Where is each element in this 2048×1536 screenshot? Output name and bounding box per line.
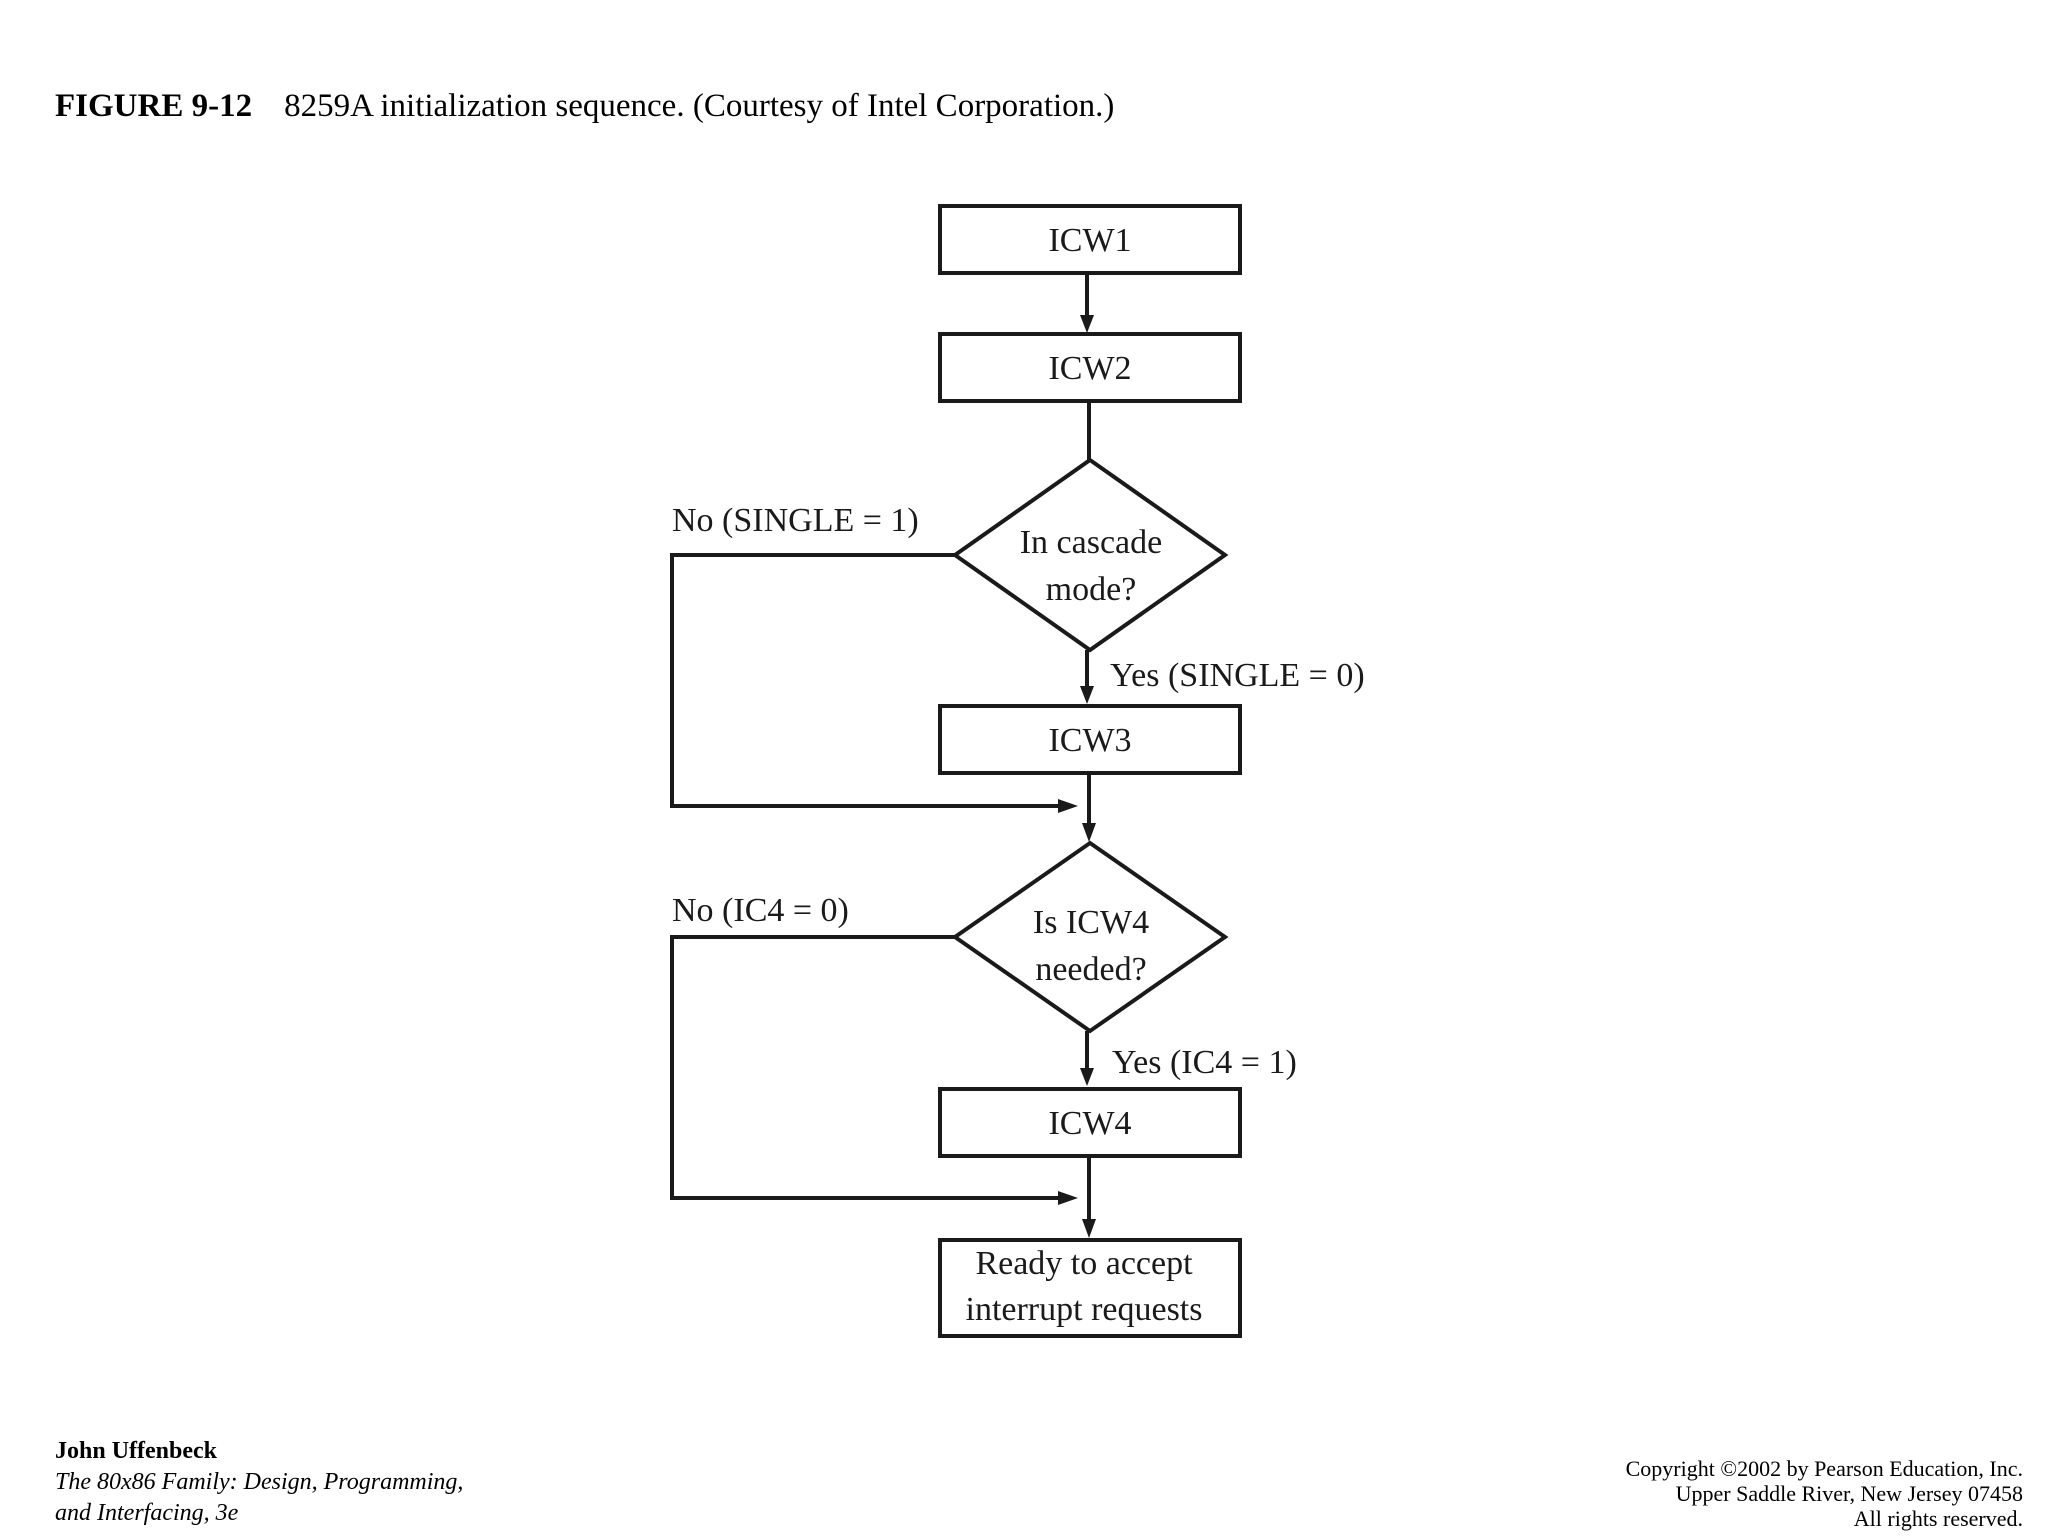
arrowhead-icw4-no-merge <box>1058 1191 1078 1205</box>
arrowhead-icw3 <box>1080 686 1094 704</box>
decision-cascade-line1: In cascade <box>1020 524 1163 561</box>
footer-book-info: John Uffenbeck The 80x86 Family: Design,… <box>55 1436 463 1529</box>
figure-title: 8259A initialization sequence. (Courtesy… <box>284 88 1115 124</box>
arrowhead-icw2 <box>1080 315 1094 333</box>
footer-author: John Uffenbeck <box>55 1438 218 1464</box>
figure-number: FIGURE 9-12 <box>55 88 253 124</box>
node-icw2: ICW2 <box>938 332 1242 403</box>
decision-icw4-line1: Is ICW4 <box>1033 904 1149 941</box>
decision-cascade-line2: mode? <box>1046 571 1137 608</box>
arrowhead-cascade-no-merge <box>1058 799 1078 813</box>
node-icw3-label: ICW3 <box>1048 722 1131 759</box>
node-icw4-label: ICW4 <box>1048 1105 1131 1142</box>
branch-icw4-yes-label: Yes (IC4 = 1) <box>1112 1044 1297 1081</box>
node-icw1-label: ICW1 <box>1048 222 1131 259</box>
footer-book-title-line1: The 80x86 Family: Design, Programming, <box>55 1469 464 1495</box>
decision-icw4-needed: Is ICW4 needed? <box>951 840 1229 1034</box>
footer-book-title-line2: and Interfacing, 3e <box>55 1500 239 1526</box>
arrowhead-ready <box>1082 1219 1096 1238</box>
figure-caption: FIGURE 9-12 8259A initialization sequence… <box>55 88 1114 125</box>
footer-copyright: Copyright ©2002 by Pearson Education, In… <box>1626 1456 2023 1531</box>
node-ready-line2: interrupt requests <box>966 1291 1203 1328</box>
footer-copyright-line3: All rights reserved. <box>1853 1506 2023 1531</box>
node-icw4: ICW4 <box>938 1087 1242 1158</box>
node-ready-line1: Ready to accept <box>975 1245 1193 1282</box>
arrowhead-icw4 <box>1080 1068 1094 1086</box>
branch-icw4-no-label: No (IC4 = 0) <box>672 892 849 929</box>
arrowhead-icw4-decision <box>1082 823 1096 842</box>
footer-copyright-line2: Upper Saddle River, New Jersey 07458 <box>1675 1481 2023 1506</box>
node-icw2-label: ICW2 <box>1048 350 1131 387</box>
decision-icw4-line2: needed? <box>1035 951 1146 988</box>
footer-copyright-line1: Copyright ©2002 by Pearson Education, In… <box>1625 1456 2023 1481</box>
node-ready: Ready to accept interrupt requests <box>938 1238 1242 1338</box>
branch-cascade-no-label: No (SINGLE = 1) <box>672 502 919 539</box>
node-icw3: ICW3 <box>938 704 1242 775</box>
connector-icw4-no-bypass <box>670 935 1060 1200</box>
decision-cascade-mode: In cascade mode? <box>951 457 1229 653</box>
branch-cascade-yes-label: Yes (SINGLE = 0) <box>1110 657 1365 694</box>
connector-cascade-no-bypass <box>670 553 1060 808</box>
node-icw1: ICW1 <box>938 204 1242 275</box>
